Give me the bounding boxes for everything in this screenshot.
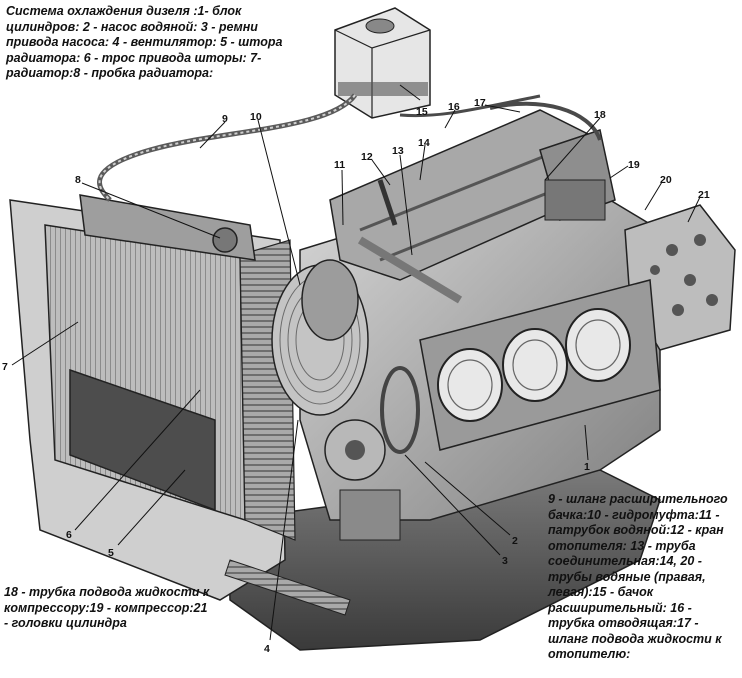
radiator-cap bbox=[212, 227, 238, 253]
heater-hose bbox=[489, 101, 602, 141]
callout-16: 16 bbox=[448, 101, 460, 113]
callout-17: 17 bbox=[474, 97, 486, 109]
caption-top: Система охлаждения дизеля :1- блок цилин… bbox=[6, 4, 283, 80]
callout-2: 2 bbox=[512, 535, 518, 547]
drain-tube bbox=[399, 94, 541, 118]
callout-4: 4 bbox=[264, 643, 270, 655]
callout-20: 20 bbox=[660, 174, 672, 186]
callout-1: 1 bbox=[584, 461, 590, 473]
callout-3: 3 bbox=[502, 555, 508, 567]
callout-18: 18 bbox=[594, 109, 606, 121]
callout-14: 14 bbox=[418, 137, 430, 149]
callout-8: 8 bbox=[75, 174, 81, 186]
callout-6: 6 bbox=[66, 529, 72, 541]
radiator-top-tank bbox=[79, 194, 256, 261]
callout-9: 9 bbox=[222, 113, 228, 125]
callout-19: 19 bbox=[628, 159, 640, 171]
radiator-shutter bbox=[69, 368, 216, 512]
caption-right: 9 - шланг расширительного бачка:10 - гид… bbox=[548, 492, 728, 661]
callout-5: 5 bbox=[108, 547, 114, 559]
caption-left: 18 - трубка подвода жидкости к компрессо… bbox=[4, 585, 210, 630]
callout-numbers: 1 2 3 4 5 6 7 8 9 10 11 12 13 14 15 16 1… bbox=[2, 97, 710, 655]
callout-11: 11 bbox=[334, 159, 345, 171]
callout-7: 7 bbox=[2, 361, 8, 373]
expansion-tank-hose bbox=[97, 93, 358, 202]
callout-21: 21 bbox=[698, 189, 710, 201]
pump-drive-belts bbox=[380, 366, 420, 454]
fluid-coupling bbox=[301, 259, 359, 341]
callout-12: 12 bbox=[361, 151, 373, 163]
callout-15: 15 bbox=[416, 106, 428, 118]
callout-10: 10 bbox=[250, 111, 262, 123]
water-pipe bbox=[357, 236, 463, 304]
leader-lines bbox=[11, 84, 701, 641]
callout-13: 13 bbox=[392, 145, 404, 157]
